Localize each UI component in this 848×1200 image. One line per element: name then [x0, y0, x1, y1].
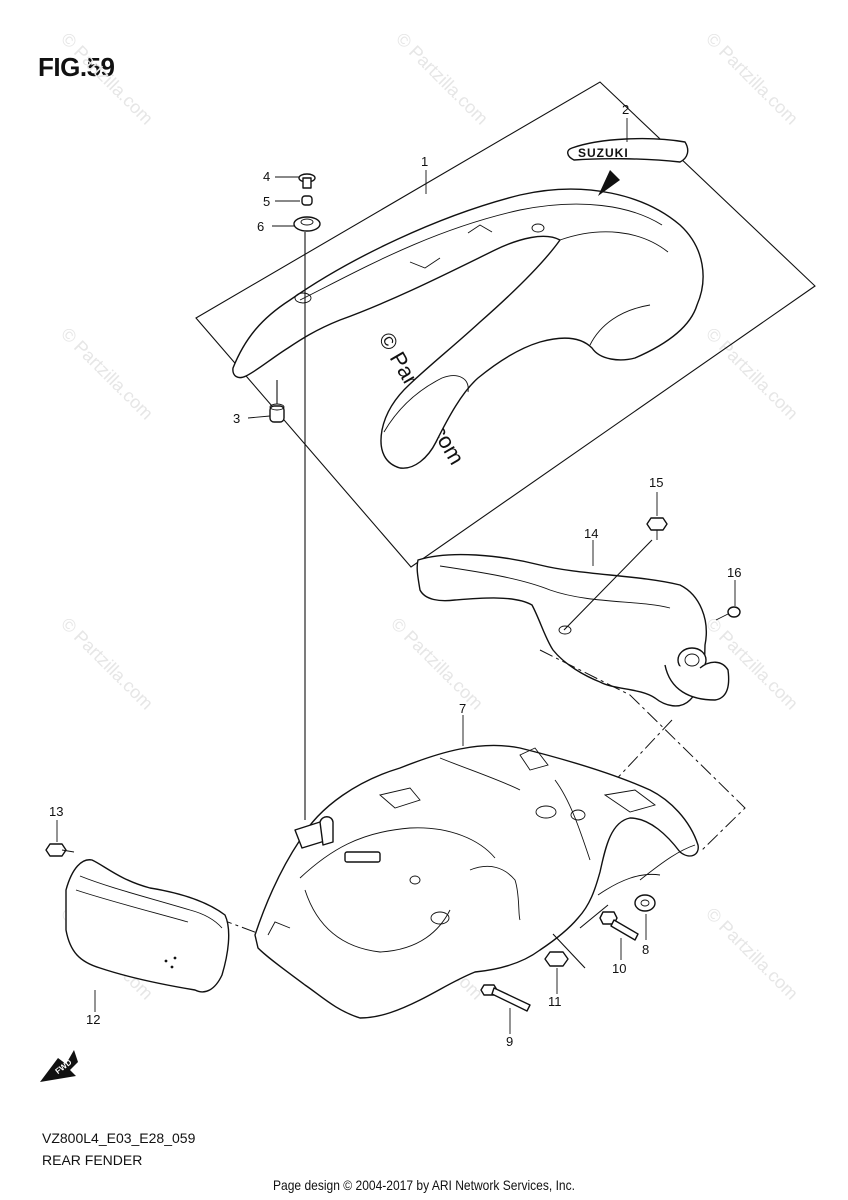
callout-15: 15: [649, 475, 663, 490]
badge-text: SUZUKI: [578, 146, 629, 160]
callout-16: 16: [727, 565, 741, 580]
watermark: © Partzilla.com: [392, 29, 492, 129]
watermark: © Partzilla.com: [57, 614, 157, 714]
alignment-line: [552, 933, 586, 969]
model-code: VZ800L4_E03_E28_059: [42, 1130, 196, 1146]
bolt-15-part: [646, 517, 668, 540]
section-name: REAR FENDER: [42, 1152, 143, 1168]
callout-14: 14: [584, 526, 598, 541]
collar-8-part: [634, 894, 656, 912]
hole: [173, 956, 177, 960]
callout-3: 3: [233, 411, 240, 426]
watermark: © Partzilla.com: [57, 324, 157, 424]
callout-1: 1: [421, 154, 428, 169]
bolt-10-part: [599, 911, 639, 941]
figure-title: FIG.59: [38, 52, 115, 82]
callout-12: 12: [86, 1012, 100, 1027]
assembly-dash-line: [577, 719, 673, 821]
fastener-stack-part: [293, 173, 321, 232]
side-cover-part: [65, 859, 230, 993]
rear-fender-part: [254, 744, 699, 1019]
callout-13: 13: [49, 804, 63, 819]
callout-6: 6: [257, 219, 264, 234]
alignment-line: [579, 904, 609, 929]
bolt-9-part: [480, 984, 531, 1012]
callout-10: 10: [612, 961, 626, 976]
alignment-line: [563, 539, 653, 631]
callout-11: 11: [548, 994, 562, 1009]
callout-5: 5: [263, 194, 270, 209]
suzuki-badge-part: SUZUKI: [567, 137, 689, 196]
hole: [170, 965, 174, 969]
cushion-part: [269, 403, 285, 423]
bolt-13-part: [45, 843, 75, 857]
nut-11-part: [544, 951, 569, 967]
watermark: © Partzilla.com: [702, 904, 802, 1004]
screw-16-part: [715, 606, 741, 621]
rear-bracket-part: [416, 553, 730, 707]
callout-8: 8: [642, 942, 649, 957]
callout-9: 9: [506, 1034, 513, 1049]
watermark: © Partzilla.com: [702, 324, 802, 424]
assembly-dash-line: [539, 649, 746, 853]
watermark: © Partzilla.com: [702, 29, 802, 129]
badge-arrow: [598, 170, 620, 196]
watermark: © Partzilla.com: [387, 614, 487, 714]
leader-lines: [56, 118, 736, 1034]
callout-numbers: 1 2 3 4 5 6 7 8 9 10 11 12 13 14 15 16: [49, 102, 741, 1049]
hole: [164, 959, 168, 963]
fwd-arrow-icon: FWD: [40, 1050, 78, 1082]
callout-7: 7: [459, 701, 466, 716]
callout-4: 4: [263, 169, 270, 184]
assembly-box-outline: [195, 81, 816, 568]
callout-2: 2: [622, 102, 629, 117]
watermark: © Partzilla.com: [57, 29, 157, 129]
copyright-footer: Page design © 2004-2017 by ARI Network S…: [272, 1177, 575, 1193]
